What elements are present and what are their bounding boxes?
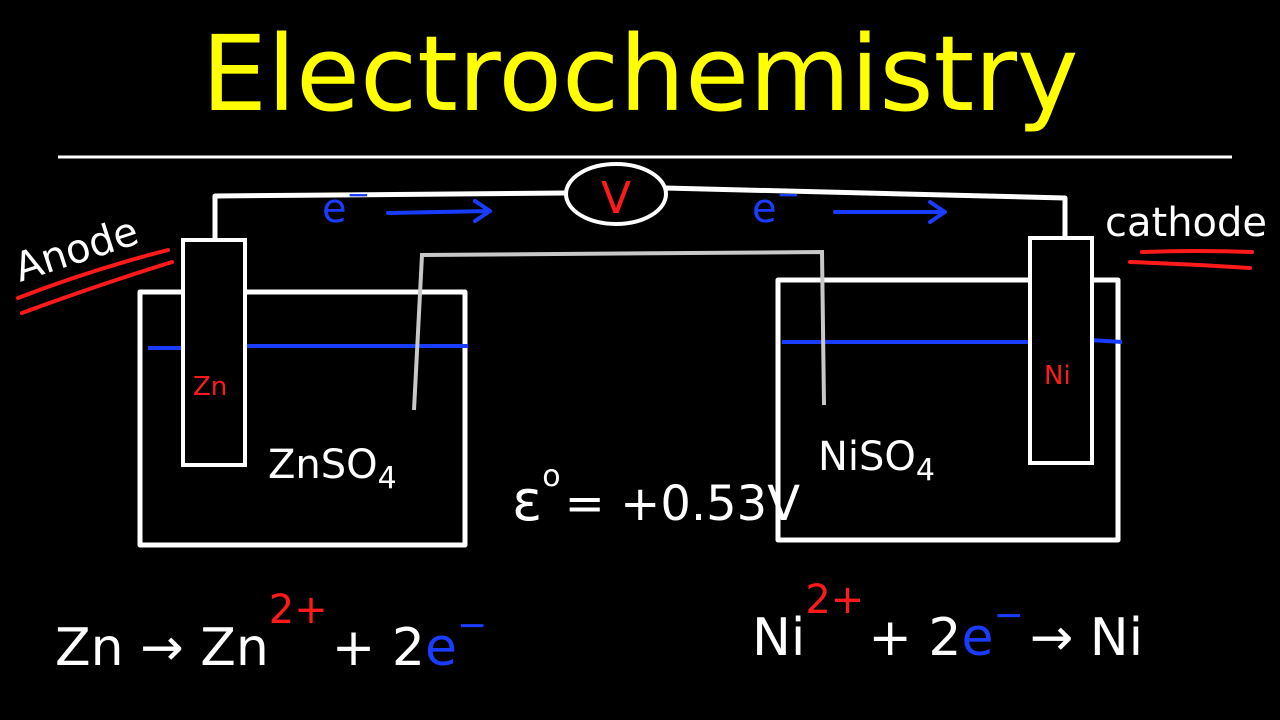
electron-arrow-right: [833, 200, 947, 224]
cathode-underline-1: [1140, 249, 1254, 254]
page-title: Electrochemistry: [201, 13, 1078, 135]
anode-label-group: Anode: [9, 208, 174, 315]
cathode-underline-2: [1128, 260, 1252, 270]
nickel-electrode-label: Ni: [1044, 361, 1071, 391]
anode-underline-1: [16, 248, 170, 300]
cell-potential: εo= +0.53V: [512, 459, 800, 534]
salt-bridge: [412, 249, 826, 411]
external-wire-left: [212, 190, 566, 240]
external-wire-right: [664, 185, 1068, 238]
anode-underline-2: [20, 260, 174, 315]
zinc-electrode: [181, 238, 247, 467]
cathode-half-reaction: Ni2++ 2e−→ Ni: [752, 577, 1143, 668]
right-beaker: [775, 277, 1121, 543]
nickel-electrode: [1028, 236, 1094, 465]
cathode-label-group: cathode: [1105, 200, 1267, 270]
voltmeter-label: V: [601, 173, 631, 224]
electron-arrow-left: [386, 199, 492, 223]
cathode-label: cathode: [1105, 200, 1267, 246]
anode-half-reaction: Zn → Zn2++ 2e−: [55, 587, 487, 678]
right-solution-label: NiSO4: [818, 434, 935, 488]
left-solution-label: ZnSO4: [268, 442, 397, 496]
zinc-electrode-label: Zn: [193, 372, 227, 402]
electron-left: e−: [322, 178, 370, 232]
voltmeter: [564, 162, 668, 226]
right-solution-surface-2: [1089, 338, 1123, 344]
electron-right: e−: [752, 178, 800, 232]
left-beaker: [137, 289, 468, 548]
